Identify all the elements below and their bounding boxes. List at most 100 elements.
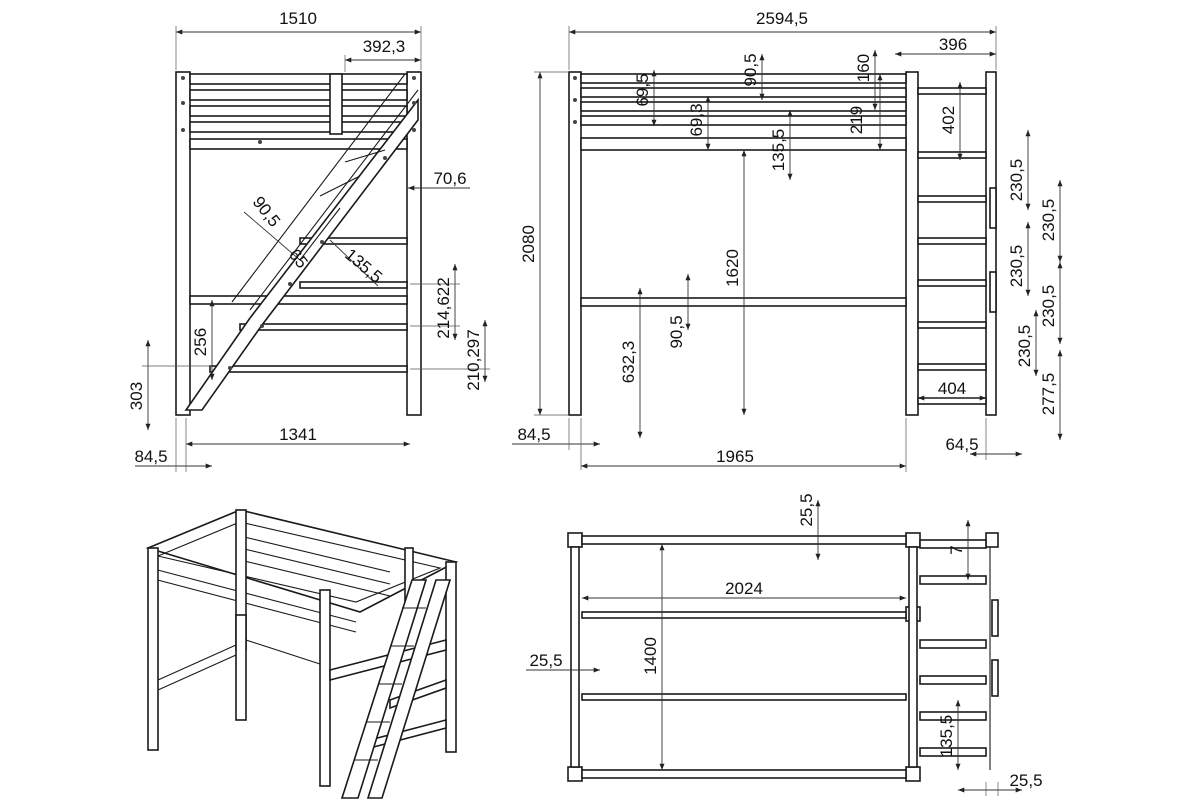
top-ladder-post [985,532,999,548]
side-rail-3 [580,101,907,112]
dim-side-height: 2080 [519,225,538,263]
side-ladder-post [985,71,997,416]
side-view: 2594,5 396 2080 69,5 69,3 90,5 135,5 160… [512,9,1063,472]
bolt-hole [181,128,185,132]
ladder-step [917,195,987,203]
iso-post-right [445,561,457,753]
top-view: 25,5 2024 1400 25,5 7 135,5 25,5 [526,493,1043,796]
front-guard-post [329,73,343,135]
ladder-stringer-upper-b [249,89,419,311]
dim-side-total: 2594,5 [756,9,808,28]
dim-lower-rail: 256 [191,328,210,356]
ladder-step [917,237,987,245]
dim-ladder-angle-a: 90,5 [249,193,284,231]
dim-ladder-offset: 70,6 [433,169,466,188]
bolt-hole [181,76,185,80]
side-deck-beam [580,137,907,151]
top-ladder-step [919,675,987,685]
dim-base-span: 1341 [279,425,317,444]
ladder-step [917,151,987,159]
top-corner-post [905,532,921,548]
dim-side-inner-length: 1965 [716,447,754,466]
top-corner-post [567,766,583,782]
iso-post-back-lower [235,614,247,721]
isometric-view [145,509,459,799]
top-ladder-step [919,639,987,649]
ladder-step [917,87,987,95]
front-top-rail-1 [189,73,408,85]
dim-rail-gap-c: 90,5 [741,53,760,86]
dim-front-width: 1510 [279,9,317,28]
bolt-hole [228,366,232,370]
front-top-rail-3 [189,105,408,117]
dim-step-3: 230,5 [1007,245,1026,288]
side-rail-1 [580,73,907,84]
dim-step-5: 230,5 [1015,325,1034,368]
dim-top-side-offset: 25,5 [529,651,562,670]
top-corner-post [567,532,583,548]
dim-step-4: 230,5 [1039,285,1058,328]
side-rail-2 [580,87,907,98]
dim-top-step-tick: 7 [947,545,966,554]
dim-side-ladder-width: 396 [939,35,967,54]
top-rail-front [581,769,907,779]
top-ladder-hook [991,659,999,697]
ladder-tread-3 [344,149,386,163]
top-ladder-hook [991,599,999,637]
ladder-stringer-lower [184,97,419,411]
dim-ladder-base-width: 404 [938,379,966,398]
dim-top-rail-width: 25,5 [797,493,816,526]
dim-top-step-depth: 135,5 [937,715,956,758]
bolt-hole [320,240,324,244]
dim-ladder-top-width: 392,3 [363,37,406,56]
front-top-rail-4 [189,121,408,133]
iso-post-front-left [147,547,159,751]
side-right-post [905,71,919,416]
ladder-step [917,279,987,287]
dim-shelf-gap-b: 210,297 [464,329,483,390]
ladder-hook [989,271,997,313]
dim-step-1: 230,5 [1007,159,1026,202]
top-rail-left [570,546,580,768]
dim-ladder-leg: 64,5 [945,435,978,454]
side-lower-rail [580,297,907,307]
bolt-hole [258,140,262,144]
front-deck-beam [189,138,408,150]
bolt-hole [383,156,387,160]
dim-top-inner-length: 2024 [725,579,763,598]
ladder-step [917,363,987,371]
dim-leg-height: 303 [127,382,146,410]
top-slat-2 [581,693,907,701]
dim-deck-height: 1620 [723,249,742,287]
dim-top-ladder-rail: 25,5 [1009,771,1042,790]
front-left-post [175,71,191,416]
top-ladder-step [919,711,987,721]
dim-bottom-step: 277,5 [1039,373,1058,416]
top-ladder-step [919,575,987,585]
top-ladder-step [919,539,987,549]
top-corner-post [905,766,921,782]
bolt-hole [412,76,416,80]
front-shelf-2 [299,281,408,289]
bolt-hole [288,282,292,286]
bolt-hole [573,120,577,124]
dim-front-leg-offset: 84,5 [134,447,167,466]
side-rail-4 [580,115,907,126]
dim-shelf-gap-a: 214,622 [434,277,453,338]
dim-top-inner-width: 1400 [641,637,660,675]
top-slat-1 [581,611,907,619]
dim-top-offset: 160 [854,54,873,82]
bolt-hole [260,324,264,328]
top-rail-back [581,535,907,545]
dim-ladder-step-gap: 135,5 [341,245,386,287]
dim-side-leg-offset: 84,5 [517,425,550,444]
dim-ladder-top: 402 [939,106,958,134]
bolt-hole [181,101,185,105]
ladder-stringer-upper [231,73,406,303]
bolt-hole [412,128,416,132]
front-view: 1510 392,3 70,6 90,5 65 135,5 214,622 21… [127,9,490,472]
side-left-post [568,71,582,416]
dim-rail-gap-b: 69,3 [687,103,706,136]
front-shelf-3 [239,323,408,331]
